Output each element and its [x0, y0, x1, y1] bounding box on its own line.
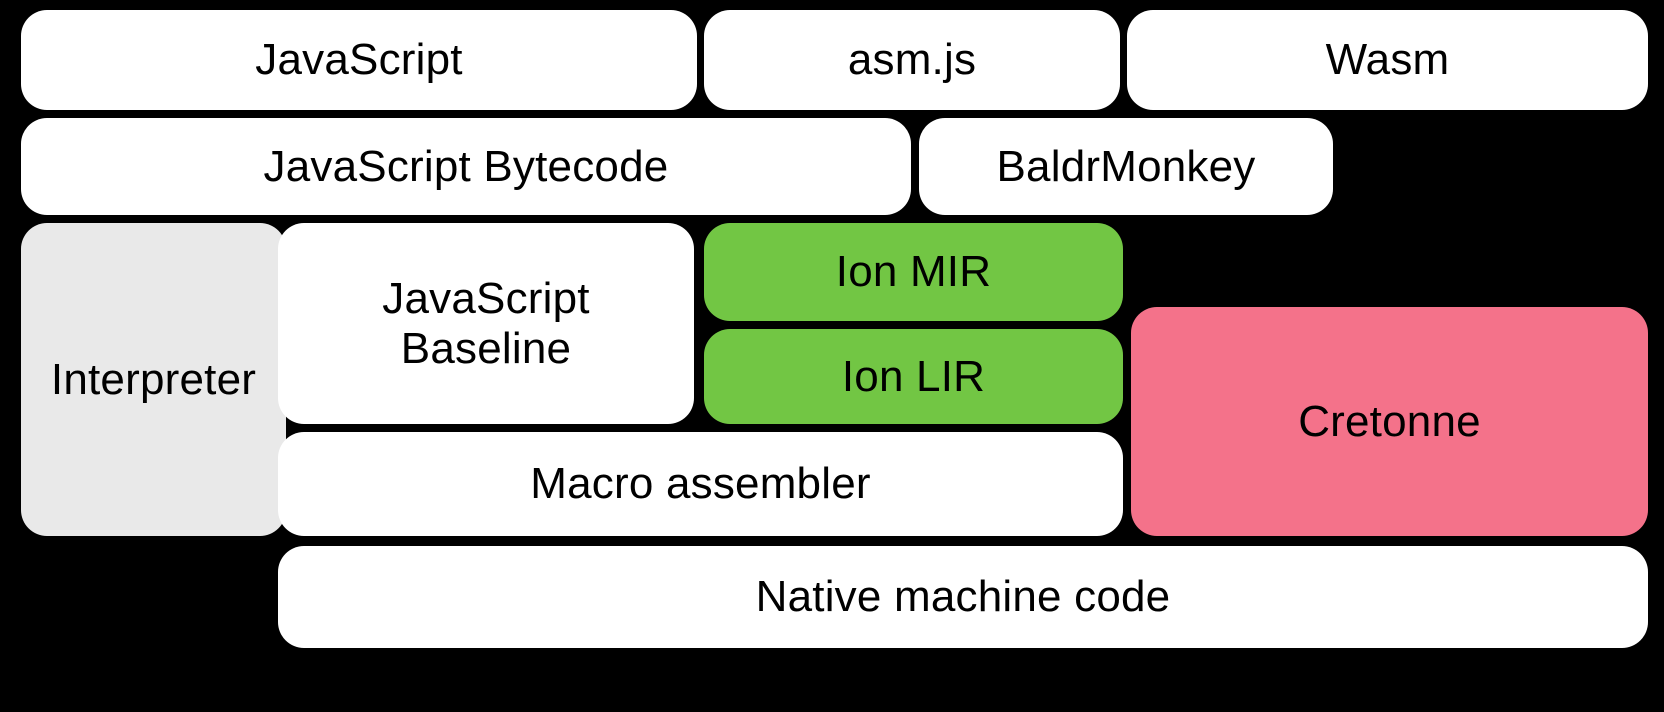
block-javascript-baseline: JavaScript Baseline	[278, 223, 694, 424]
block-ion-mir: Ion MIR	[704, 223, 1123, 321]
block-macro-assembler: Macro assembler	[278, 432, 1123, 536]
block-javascript-bytecode: JavaScript Bytecode	[21, 118, 911, 215]
block-javascript: JavaScript	[21, 10, 697, 110]
block-ion-lir: Ion LIR	[704, 329, 1123, 424]
block-interpreter: Interpreter	[21, 223, 286, 536]
block-native-machine-code: Native machine code	[278, 546, 1648, 648]
block-wasm: Wasm	[1127, 10, 1648, 110]
block-baldrmonkey: BaldrMonkey	[919, 118, 1333, 215]
block-cretonne: Cretonne	[1131, 307, 1648, 536]
block-asm-js: asm.js	[704, 10, 1120, 110]
